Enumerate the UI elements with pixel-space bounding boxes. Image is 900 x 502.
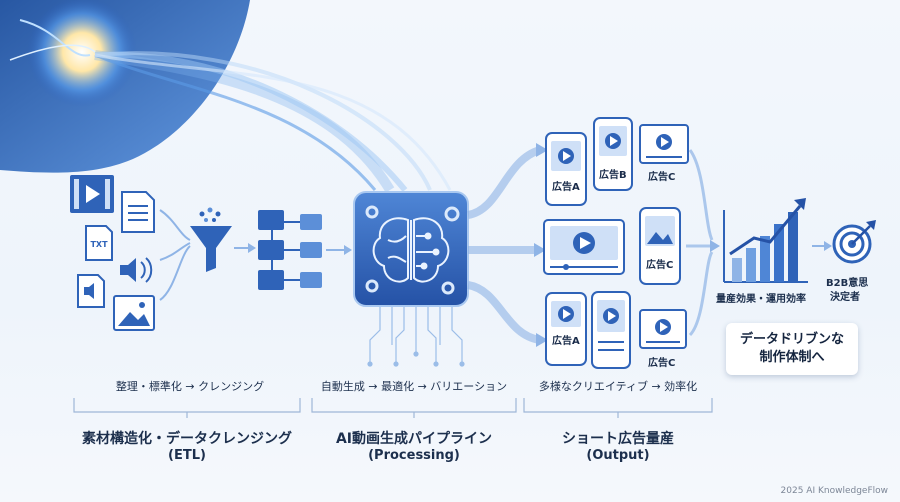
stage-brackets [73, 398, 713, 418]
output-arrow-heads [534, 143, 548, 347]
stage-3-flow: 多様なクリエイティブ → 効率化 [538, 380, 698, 393]
callout-line2: 制作体制へ [759, 350, 825, 365]
phone-ad-a-top [545, 132, 587, 206]
stage-3-title: ショート広告量産 [562, 431, 674, 447]
player-ad-wide-middle [543, 219, 625, 275]
structured-data-icon [258, 210, 322, 290]
phone-ad-c-middle [639, 207, 681, 285]
stage-2-title: AI動画生成パイプライン [335, 431, 493, 447]
arrow-chart-to-target [812, 241, 832, 251]
converge-arrows [686, 149, 714, 337]
ad-label-b-top: 広告B [599, 170, 627, 181]
stage-2-subtitle: (Processing) [368, 448, 460, 463]
input-arrows [159, 209, 191, 301]
top-left-swirl [0, 0, 250, 173]
phone-ad-bottom-middle [591, 291, 631, 369]
arrow-funnel-to-structure [234, 243, 256, 253]
stage-3-subtitle: (Output) [586, 448, 650, 463]
growth-chart-icon [723, 198, 808, 283]
ad-label-c-middle: 広告C [646, 260, 674, 271]
target-icon [832, 220, 876, 264]
gear-icon [365, 205, 460, 295]
light-streams [94, 50, 452, 193]
txt-label: TXT [90, 240, 108, 249]
ad-label-c-bottom: 広告C [648, 358, 676, 369]
output-arrows [466, 146, 542, 344]
input-txt-file-icon [85, 225, 113, 261]
target-label-line1: B2B意思 [826, 278, 869, 289]
arrow-structure-to-ai [326, 245, 352, 255]
footer-credit: 2025 AI KnowledgeFlow [780, 486, 888, 496]
callout-line1: データドリブンな [739, 332, 844, 347]
target-label-line2: 決定者 [830, 292, 860, 303]
stage-1-subtitle: (ETL) [168, 448, 206, 463]
player-ad-c-top [639, 124, 689, 164]
arrow-to-chart [710, 240, 720, 252]
phone-ad-b-top [593, 117, 633, 191]
input-image-icon [113, 295, 155, 331]
ad-label-c-top: 広告C [648, 172, 676, 183]
chart-label: 量産効果・運用効率 [716, 294, 806, 305]
player-ad-c-bottom [639, 309, 687, 349]
ad-label-a-top: 広告A [552, 182, 580, 193]
input-audio-icon [120, 257, 153, 283]
stage-1-title: 素材構造化・データクレンジング [82, 431, 292, 447]
brain-icon [372, 217, 450, 283]
stage-1-flow: 整理・標準化 → クレンジング [115, 380, 265, 393]
phone-ad-a-bottom [545, 292, 587, 366]
input-document-icon [121, 191, 155, 233]
callout-box: データドリブンな 制作体制へ [726, 323, 858, 375]
input-audio-file-icon [77, 274, 105, 308]
circuit-traces [367, 306, 465, 367]
stage-2-flow: 自動生成 → 最適化 → バリエーション [320, 380, 508, 393]
ad-label-a-bottom: 広告A [552, 336, 580, 347]
input-video-icon [70, 175, 114, 213]
ai-processor-chip [353, 191, 469, 307]
funnel-icon [190, 207, 232, 272]
